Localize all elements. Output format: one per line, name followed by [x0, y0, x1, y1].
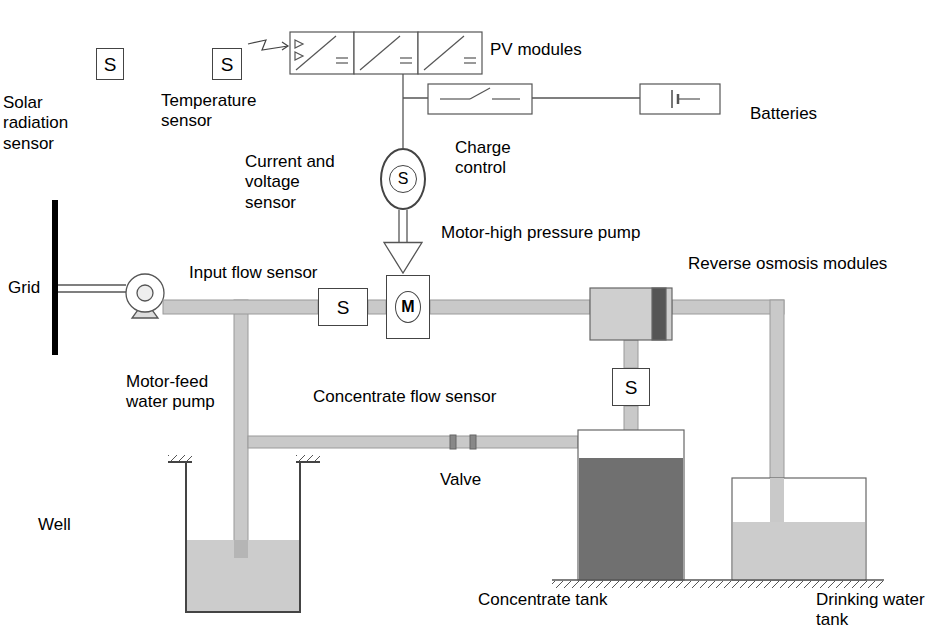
component-label: Batteries	[750, 104, 817, 124]
symbol-letter: S	[389, 165, 417, 193]
symbol-letter: M	[395, 291, 421, 323]
component-label: Grid	[8, 278, 40, 298]
ground	[552, 580, 884, 588]
wires	[403, 74, 640, 148]
concentrate-tank	[578, 430, 684, 580]
pipes	[163, 300, 784, 558]
drinking-water-tank	[732, 478, 866, 580]
connector	[384, 210, 422, 273]
sensor-label: Concentrate flow sensor	[313, 387, 496, 407]
sensor-label: Current and voltage sensor	[245, 152, 353, 213]
sensor-box: SSolar radiation sensor	[96, 48, 124, 80]
ro-module	[590, 288, 672, 340]
valve-symbol	[450, 435, 476, 449]
component-label: PV modules	[490, 40, 582, 60]
sensor-label: Solar radiation sensor	[3, 93, 83, 154]
symbol-letter: S	[625, 378, 638, 397]
component-label: Reverse osmosis modules	[688, 254, 887, 274]
symbol-letter: S	[221, 55, 234, 74]
symbol-letter: S	[337, 298, 350, 317]
component-label: Drinking water tank	[816, 590, 944, 631]
component-label: Well	[38, 515, 71, 535]
sensor-circle: SCurrent and voltage sensor	[380, 148, 426, 210]
component-label: Motor-feed water pump	[126, 372, 230, 413]
charge-control	[428, 84, 532, 114]
component-label: Concentrate tank	[478, 590, 607, 610]
symbol-letter: S	[104, 55, 117, 74]
sensor-box: SConcentrate flow sensor	[612, 368, 650, 406]
light-ray	[248, 40, 288, 50]
pv-modules	[290, 32, 482, 74]
motor-box: MMotor-high pressure pump	[386, 275, 430, 339]
battery-symbol	[640, 84, 720, 114]
grid-bar	[52, 200, 58, 355]
connector	[368, 300, 386, 314]
pipe-inlet	[770, 478, 784, 522]
sensor-box: SInput flow sensor	[318, 288, 368, 326]
sensor-label: Motor-high pressure pump	[441, 223, 656, 243]
component-label: Valve	[440, 470, 481, 490]
sensor-box: STemperature sensor	[212, 48, 242, 80]
sensor-label: Input flow sensor	[189, 263, 318, 283]
well	[168, 455, 320, 612]
component-label: Charge control	[455, 138, 545, 179]
sensor-label: Temperature sensor	[161, 91, 273, 132]
feed-pump	[58, 274, 164, 318]
